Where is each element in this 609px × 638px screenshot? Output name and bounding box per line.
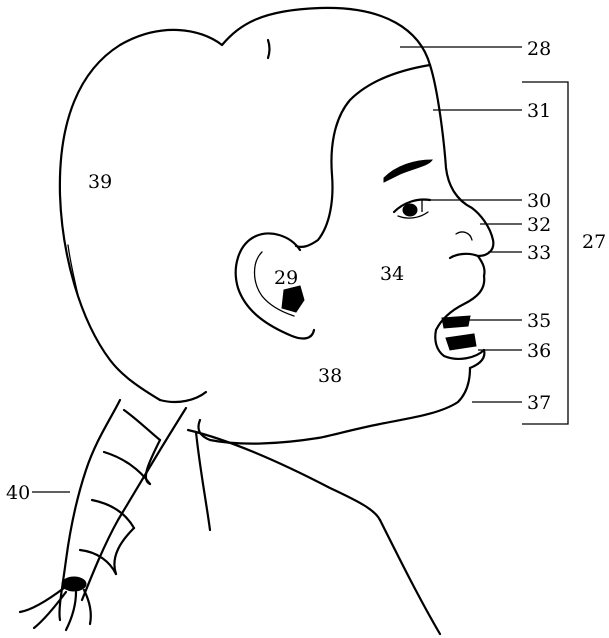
upper-teeth: [442, 316, 470, 328]
label-28: 28: [527, 38, 551, 60]
label-29: 29: [274, 267, 298, 289]
label-34: 34: [380, 263, 404, 285]
label-39: 39: [88, 171, 112, 193]
hairline: [296, 65, 430, 247]
label-33: 33: [527, 242, 551, 264]
braid: [20, 400, 186, 630]
lower-teeth: [446, 334, 476, 350]
label-27: 27: [582, 231, 606, 253]
hair-outline: [60, 8, 430, 402]
leader-30: [422, 200, 522, 212]
labels: 27 28 29 30 31 32 33 34 35 36 37 38 39 4…: [6, 38, 606, 504]
label-36: 36: [527, 340, 551, 362]
label-38: 38: [318, 365, 342, 387]
label-31: 31: [527, 100, 551, 122]
eyebrow: [384, 160, 432, 182]
neck: [188, 430, 440, 634]
label-37: 37: [527, 392, 551, 414]
face-profile: [430, 65, 493, 276]
eye: [394, 200, 430, 219]
label-30: 30: [527, 190, 551, 212]
label-35: 35: [527, 310, 551, 332]
label-32: 32: [527, 214, 551, 236]
label-40: 40: [6, 482, 30, 504]
